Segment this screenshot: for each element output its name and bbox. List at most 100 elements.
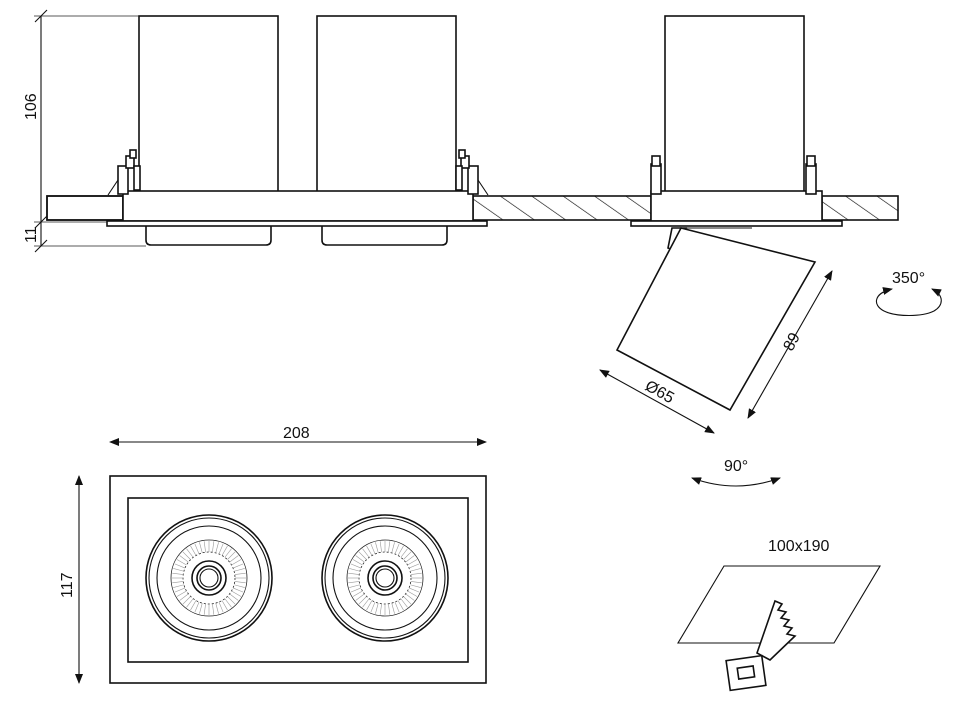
lens-fin: [199, 603, 203, 614]
inner-frame: [127, 497, 469, 663]
lens-fin: [232, 587, 244, 593]
lens-fin: [231, 559, 242, 566]
lens-fin: [174, 563, 186, 569]
lens-fin: [221, 600, 228, 611]
lens-fin: [400, 598, 408, 608]
lens-fin: [362, 598, 370, 608]
lens-fin: [173, 568, 184, 572]
lens-fin: [234, 584, 245, 588]
lens-fin: [403, 596, 412, 605]
mounting-frame-single: [650, 190, 823, 222]
height-body-label: 106: [23, 93, 40, 120]
lens-fin: [352, 559, 363, 566]
lens-fin: [218, 543, 224, 555]
lens-fin: [408, 587, 420, 593]
lens-fin: [173, 584, 184, 588]
lens-fin: [234, 581, 246, 584]
lens-fin: [179, 593, 189, 601]
lens-fin: [405, 593, 415, 601]
lens-fin: [362, 548, 370, 558]
rotation-label: 350°: [892, 270, 925, 287]
front-view: [109, 475, 487, 684]
lens-fin: [410, 572, 422, 575]
cutout-label: 100x190: [768, 538, 829, 555]
lens-fin: [366, 600, 373, 611]
diameter-dimension: Ø65: [599, 369, 715, 434]
lens-fin: [227, 596, 236, 605]
lens-fin: [375, 603, 379, 614]
lens-fin: [229, 593, 239, 601]
lens-fin: [352, 590, 363, 597]
lens-fin: [405, 555, 415, 563]
cutout-panel: [677, 565, 881, 644]
lens-fins: [172, 541, 246, 615]
lens-fin: [234, 568, 245, 572]
lens-fin: [394, 601, 400, 613]
mounting-frame-double: [122, 190, 474, 222]
lens-housing-right: [321, 226, 448, 246]
lens-fin: [182, 551, 191, 560]
lens-fin: [203, 603, 206, 615]
lens-fin: [190, 545, 197, 556]
lens-fin: [388, 541, 391, 553]
tilt-angle-indicator: 90°: [691, 458, 781, 487]
lens-fin: [227, 551, 236, 560]
spring-clip-single-right: [805, 155, 817, 195]
tilt-length-label: 89: [781, 330, 804, 354]
lens-fin: [379, 541, 382, 553]
lamp-body-left: [138, 15, 279, 193]
side-view: [46, 15, 899, 412]
lens-fin: [370, 601, 376, 613]
lens-fin: [403, 551, 412, 560]
lens-fin: [349, 568, 360, 572]
width-dimension: 208: [109, 425, 487, 446]
lens-fin: [215, 603, 219, 614]
lens-fin: [231, 590, 242, 597]
ceiling-slab-left: [46, 195, 124, 221]
lens-fin: [212, 603, 215, 615]
lamp-body-right: [316, 15, 457, 193]
lens-fin: [232, 563, 244, 569]
lens-fin: [234, 572, 246, 575]
tilt-angle-label: 90°: [724, 458, 748, 475]
lens-fin: [194, 601, 200, 613]
lens-fin: [350, 563, 362, 569]
lens-fin: [186, 548, 194, 558]
lens-fin: [400, 548, 408, 558]
lens-fin: [215, 542, 219, 553]
lens-fin: [190, 600, 197, 611]
lens-fin: [348, 581, 360, 584]
saw-icon: [725, 599, 797, 692]
lens-fin: [179, 555, 189, 563]
lens-fin: [218, 601, 224, 613]
lens-fin: [370, 543, 376, 555]
lens-fin: [221, 545, 228, 556]
lens-fin: [397, 600, 404, 611]
lens-fin: [224, 548, 232, 558]
lens-fin: [391, 542, 395, 553]
lens-fin: [229, 555, 239, 563]
lens-fin: [349, 584, 360, 588]
depth-dimension: 117: [59, 475, 83, 684]
lens-fin: [358, 596, 367, 605]
lamp-body-single: [664, 15, 805, 193]
lens-fin: [348, 572, 360, 575]
lens-fin: [212, 541, 215, 553]
lens-fin: [388, 603, 391, 615]
ceiling-slab-right: [822, 196, 898, 220]
lens-fin: [174, 587, 186, 593]
lens-fin: [410, 584, 421, 588]
lens-fin: [203, 541, 206, 553]
spring-clip-left: [107, 149, 141, 196]
lens-fin: [350, 587, 362, 593]
lens-fin: [394, 543, 400, 555]
lens-fin: [379, 603, 382, 615]
lens-fin: [355, 593, 365, 601]
lens-fin: [355, 555, 365, 563]
lens-fin: [407, 590, 418, 597]
lens-fin: [199, 542, 203, 553]
depth-label: 117: [59, 572, 76, 598]
lens-fin: [408, 563, 420, 569]
lens-housing-left: [145, 226, 272, 246]
